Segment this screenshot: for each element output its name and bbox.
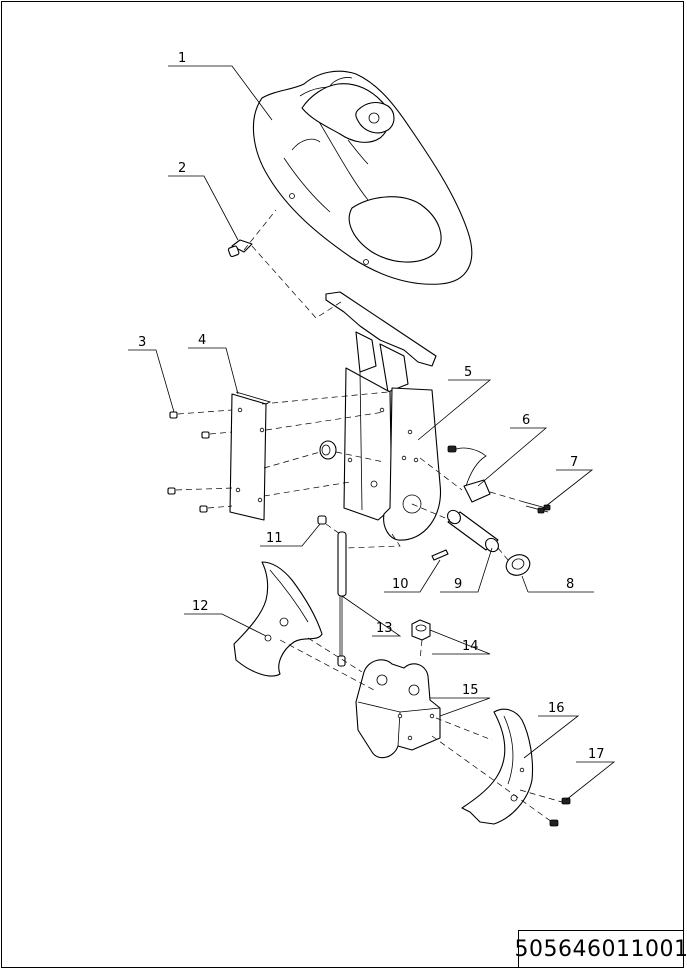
document-number: 505646011001 <box>515 930 687 968</box>
callout-17: 17 <box>588 747 605 762</box>
callout-1: 1 <box>178 51 186 66</box>
callout-12: 12 <box>192 599 209 614</box>
callout-5: 5 <box>464 365 472 380</box>
part-11-screw <box>317 515 327 525</box>
assembly-lines <box>175 209 563 823</box>
part-4-side-plate <box>229 391 272 521</box>
callout-8: 8 <box>566 577 574 592</box>
callout-7: 7 <box>570 455 578 470</box>
part-16-right-cover <box>461 708 534 825</box>
part-9-shaft <box>447 509 499 553</box>
part-6-switch <box>447 445 491 503</box>
part-5-chassis <box>325 291 442 541</box>
part-8-bushing <box>505 554 531 576</box>
callout-labels: 1 2 3 4 5 6 7 8 9 10 11 12 13 14 15 16 1… <box>138 51 605 762</box>
callout-14: 14 <box>462 639 479 654</box>
callout-15: 15 <box>462 683 479 698</box>
callout-4: 4 <box>198 333 206 348</box>
callout-leaders <box>128 65 616 801</box>
callout-9: 9 <box>454 577 462 592</box>
callout-6: 6 <box>522 413 530 428</box>
callout-3: 3 <box>138 335 146 350</box>
part-17-screws <box>549 797 571 827</box>
part-3-screws <box>167 411 210 513</box>
callout-10: 10 <box>392 577 409 592</box>
part-7-screws <box>523 501 551 514</box>
part-1-handle-housing <box>252 70 473 285</box>
bushing-small <box>319 440 337 460</box>
part-10-pin <box>431 549 449 561</box>
part-12-left-cover <box>233 561 323 677</box>
part-14-nut <box>411 619 431 641</box>
callout-2: 2 <box>178 161 186 176</box>
part-15-gearbox <box>355 659 441 759</box>
part-2-screw <box>227 239 253 258</box>
callout-13: 13 <box>376 621 393 636</box>
callout-16: 16 <box>548 701 565 716</box>
callout-11: 11 <box>266 531 283 546</box>
part-13-rod <box>337 531 347 667</box>
